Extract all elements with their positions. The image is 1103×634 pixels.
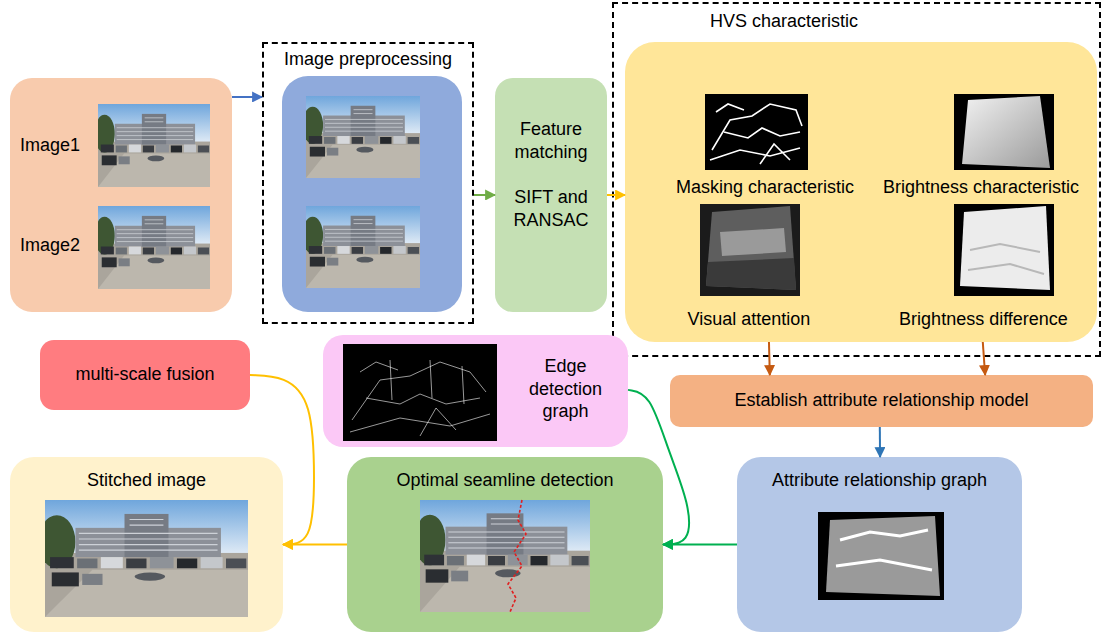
label-holder: Feature matching bbox=[499, 118, 603, 163]
node-label: Brightness difference bbox=[899, 308, 1068, 331]
flow-arrow bbox=[607, 194, 625, 196]
label-holder: Image1 bbox=[20, 134, 100, 157]
difference-streaks bbox=[968, 244, 1044, 274]
difference-region bbox=[960, 206, 1050, 290]
input-box: Image1Image2 bbox=[10, 78, 232, 312]
dashed-group: Image preprocessing bbox=[262, 42, 474, 324]
masking-map bbox=[705, 94, 808, 170]
label-holder: Optimal seamline detection bbox=[347, 469, 663, 492]
label-holder: SIFT and RANSAC bbox=[499, 186, 603, 231]
process-box: Feature matchingSIFT and RANSAC bbox=[495, 78, 607, 312]
node-label: Attribute relationship graph bbox=[772, 469, 987, 492]
attribute-region bbox=[826, 516, 940, 596]
label-holder: Masking characteristic bbox=[645, 176, 885, 199]
node-label: Establish attribute relationship model bbox=[734, 389, 1028, 412]
preprocessing-panel bbox=[282, 76, 462, 312]
label-holder: Visual attention bbox=[629, 308, 869, 331]
seamline-photo bbox=[414, 500, 590, 612]
input-photo bbox=[94, 104, 210, 187]
preprocessed-photo bbox=[302, 206, 420, 288]
node-label: Edge detection graph bbox=[508, 355, 623, 423]
hvs-panel: Masking characteristic Brightness charact… bbox=[625, 42, 1097, 342]
attention-building bbox=[720, 228, 786, 256]
output-box: Stitched image bbox=[10, 457, 283, 632]
node-label: multi-scale fusion bbox=[75, 363, 214, 386]
node-label: Optimal seamline detection bbox=[396, 469, 613, 492]
attention-region bbox=[706, 206, 796, 290]
process-box: Attribute relationship graph bbox=[737, 457, 1022, 632]
attribute-map bbox=[818, 512, 944, 600]
flow-arrow bbox=[474, 194, 495, 196]
flow-arrow bbox=[663, 544, 737, 546]
node-label: Image2 bbox=[20, 234, 80, 257]
process-box: Edge detection graph bbox=[323, 335, 628, 447]
flow-arrow bbox=[628, 390, 689, 545]
node-label: Feature matching bbox=[499, 118, 603, 163]
node-label: Brightness characteristic bbox=[883, 176, 1079, 199]
dashed-group: HVS characteristicMasking characteristic… bbox=[612, 2, 1101, 357]
label-holder: Attribute relationship graph bbox=[737, 469, 1022, 492]
label-holder: multi-scale fusion bbox=[40, 363, 250, 386]
brightness-map bbox=[954, 94, 1054, 170]
input-photo bbox=[94, 206, 210, 289]
difference-map bbox=[954, 204, 1054, 296]
flow-arrow bbox=[879, 427, 881, 457]
label-holder: Brightness difference bbox=[870, 308, 1097, 331]
node-label: Visual attention bbox=[688, 308, 811, 331]
seamline bbox=[508, 500, 526, 612]
flow-arrow bbox=[983, 342, 985, 375]
attention-map bbox=[700, 204, 800, 296]
label-holder: Establish attribute relationship model bbox=[670, 389, 1093, 412]
label-holder: Brightness characteristic bbox=[865, 176, 1097, 199]
process-box: Establish attribute relationship model bbox=[670, 375, 1093, 427]
flow-arrow bbox=[250, 375, 314, 545]
stitched-photo bbox=[38, 500, 248, 617]
node-label: HVS characteristic bbox=[710, 10, 858, 33]
flow-arrow bbox=[768, 342, 771, 375]
node-label: SIFT and RANSAC bbox=[499, 186, 603, 231]
edge-map bbox=[343, 344, 497, 441]
label-holder: Stitched image bbox=[10, 469, 283, 492]
brightness-region bbox=[962, 96, 1050, 168]
node-label: Masking characteristic bbox=[676, 176, 854, 199]
attribute-blobs bbox=[836, 530, 932, 570]
node-label: Image preprocessing bbox=[284, 48, 452, 71]
preprocessed-photo bbox=[302, 96, 420, 178]
label-holder: HVS characteristic bbox=[689, 10, 879, 33]
process-box: multi-scale fusion bbox=[40, 340, 250, 410]
masking-edges bbox=[710, 104, 802, 164]
label-holder: Image2 bbox=[20, 234, 100, 257]
flow-arrow bbox=[232, 96, 262, 98]
label-holder: Edge detection graph bbox=[508, 355, 623, 423]
process-box: Optimal seamline detection bbox=[347, 457, 663, 632]
label-holder: Image preprocessing bbox=[264, 48, 472, 71]
edge-lines bbox=[350, 360, 490, 436]
node-label: Stitched image bbox=[87, 469, 206, 492]
flow-arrow bbox=[283, 544, 347, 546]
attention-ground bbox=[706, 258, 796, 290]
node-label: Image1 bbox=[20, 134, 80, 157]
